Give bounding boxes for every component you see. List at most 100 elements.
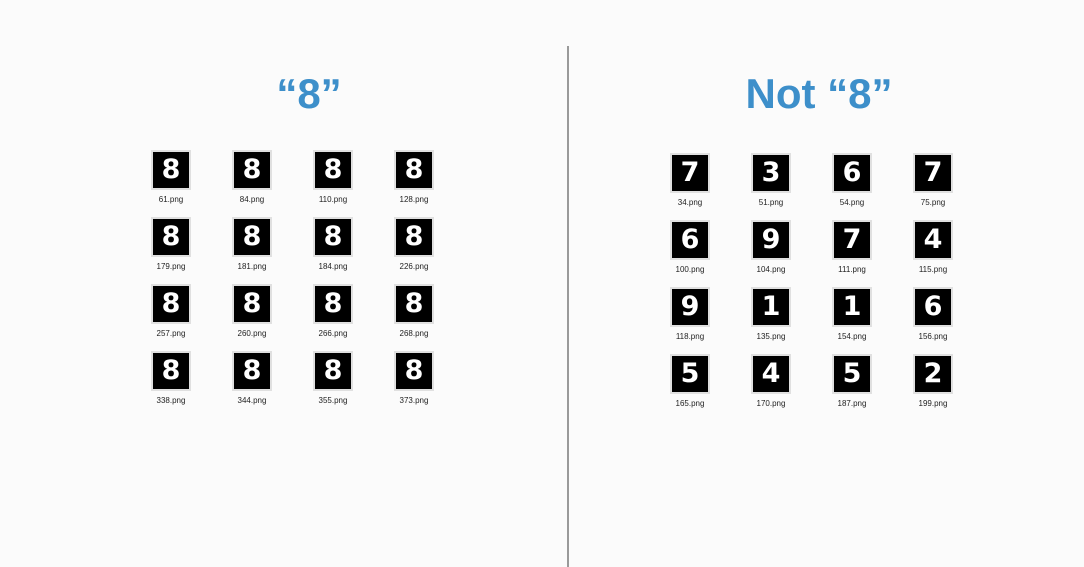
image-file-item[interactable]: 7 34.png [658,153,722,210]
handwritten-digit: 9 [680,291,700,322]
image-file-item[interactable]: 8 181.png [220,217,284,274]
handwritten-digit: 3 [761,157,781,188]
digit-thumbnail: 7 [913,153,953,193]
handwritten-digit: 8 [323,221,343,252]
digit-thumbnail: 8 [232,284,272,324]
image-file-item[interactable]: 8 128.png [382,150,446,207]
image-file-item[interactable]: 8 373.png [382,351,446,408]
handwritten-digit: 8 [242,221,262,252]
file-name-label: 135.png [756,332,786,341]
image-file-item[interactable]: 1 135.png [739,287,803,344]
file-name-label: 156.png [918,332,948,341]
file-name-label: 184.png [318,262,348,271]
digit-thumbnail: 7 [832,220,872,260]
handwritten-digit: 8 [242,355,262,386]
digit-thumbnail: 2 [913,354,953,394]
handwritten-digit: 6 [842,157,862,188]
handwritten-digit: 8 [161,288,181,319]
digit-thumbnail: 6 [913,287,953,327]
image-file-item[interactable]: 8 268.png [382,284,446,341]
handwritten-digit: 7 [923,157,943,188]
image-file-item[interactable]: 6 156.png [901,287,965,344]
image-file-item[interactable]: 8 338.png [139,351,203,408]
digit-thumbnail: 9 [670,287,710,327]
file-name-label: 226.png [399,262,429,271]
digit-thumbnail: 8 [313,284,353,324]
file-name-label: 268.png [399,329,429,338]
handwritten-digit: 8 [404,221,424,252]
file-name-label: 338.png [156,396,186,405]
handwritten-digit: 7 [842,224,862,255]
file-name-label: 118.png [675,332,705,341]
image-file-item[interactable]: 8 266.png [301,284,365,341]
handwritten-digit: 8 [242,288,262,319]
image-file-item[interactable]: 6 100.png [658,220,722,277]
file-name-label: 373.png [399,396,429,405]
handwritten-digit: 2 [923,358,943,389]
handwritten-digit: 8 [404,154,424,185]
handwritten-digit: 8 [323,154,343,185]
handwritten-digit: 5 [842,358,862,389]
digit-thumbnail: 8 [151,351,191,391]
panel-divider [567,46,569,567]
digit-thumbnail: 8 [313,217,353,257]
digit-thumbnail: 8 [394,284,434,324]
handwritten-digit: 1 [842,291,862,322]
digit-thumbnail: 5 [832,354,872,394]
digit-thumbnail: 8 [232,351,272,391]
file-name-label: 179.png [156,262,186,271]
file-name-label: 34.png [677,198,703,207]
image-file-item[interactable]: 9 118.png [658,287,722,344]
file-name-label: 187.png [837,399,867,408]
image-file-item[interactable]: 8 184.png [301,217,365,274]
digit-thumbnail: 6 [670,220,710,260]
file-name-label: 181.png [237,262,267,271]
digit-thumbnail: 8 [151,150,191,190]
digit-thumbnail: 8 [313,150,353,190]
digit-thumbnail: 3 [751,153,791,193]
eight-panel-title: “8” [276,70,342,117]
image-file-item[interactable]: 7 111.png [820,220,884,277]
handwritten-digit: 7 [680,157,700,188]
handwritten-digit: 6 [923,291,943,322]
image-file-item[interactable]: 8 226.png [382,217,446,274]
handwritten-digit: 5 [680,358,700,389]
digit-thumbnail: 6 [832,153,872,193]
handwritten-digit: 8 [161,221,181,252]
handwritten-digit: 1 [761,291,781,322]
handwritten-digit: 8 [323,355,343,386]
image-file-item[interactable]: 9 104.png [739,220,803,277]
digit-thumbnail: 4 [913,220,953,260]
handwritten-digit: 9 [761,224,781,255]
file-name-label: 128.png [399,195,429,204]
file-name-label: 100.png [675,265,705,274]
digit-thumbnail: 8 [232,150,272,190]
digit-thumbnail: 8 [394,351,434,391]
file-name-label: 104.png [756,265,786,274]
image-file-item[interactable]: 5 187.png [820,354,884,411]
image-file-item[interactable]: 8 179.png [139,217,203,274]
handwritten-digit: 4 [761,358,781,389]
file-name-label: 111.png [838,265,866,274]
digit-thumbnail: 1 [832,287,872,327]
file-name-label: 266.png [318,329,348,338]
digit-thumbnail: 8 [151,284,191,324]
